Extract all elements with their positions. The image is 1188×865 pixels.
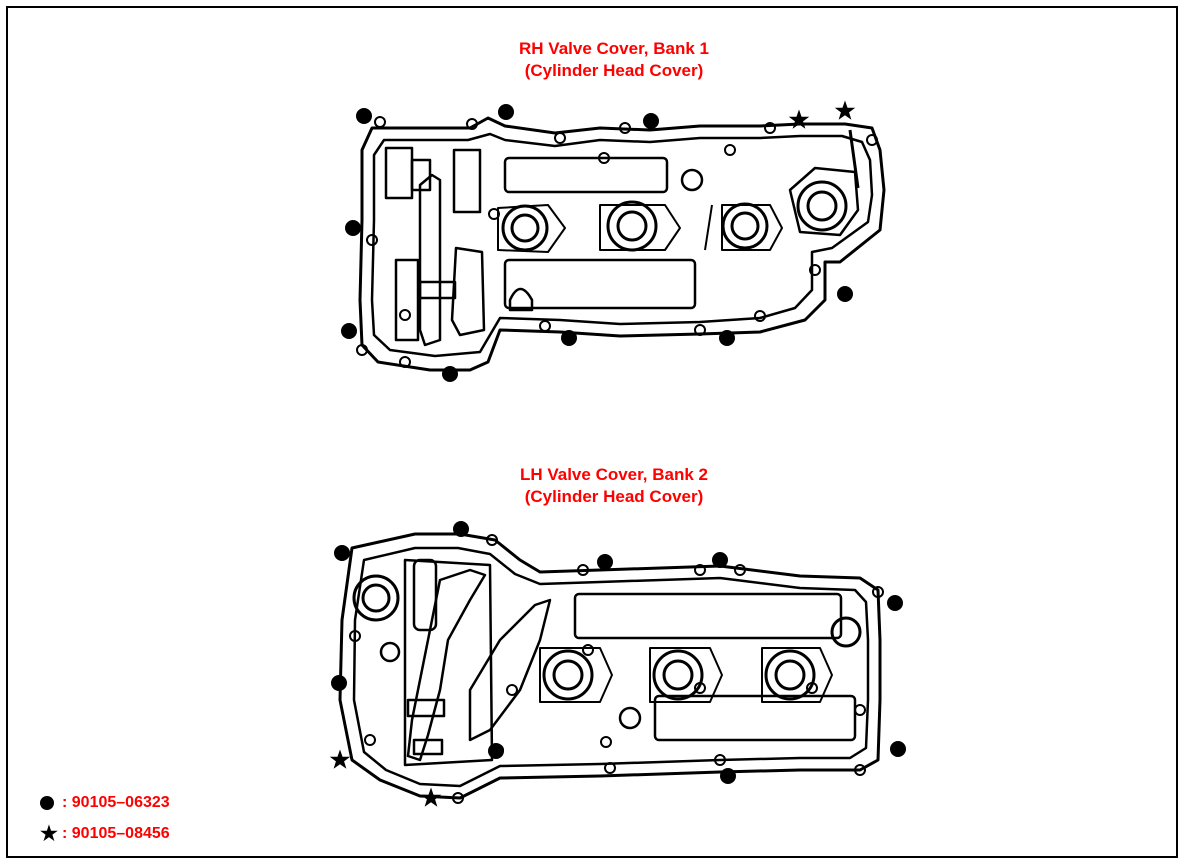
rh-bolt-dot-2: [498, 104, 514, 120]
rh-cover-title-line2: (Cylinder Head Cover): [524, 61, 704, 80]
lh-bolt-dot-1: [334, 545, 350, 561]
lh-cover-title: LH Valve Cover, Bank 2 (Cylinder Head Co…: [414, 464, 814, 508]
lh-cover-title-line2: (Cylinder Head Cover): [524, 487, 704, 506]
rh-valve-cover-drawing: [356, 116, 886, 372]
rh-bolt-dot-1: [356, 108, 372, 124]
star-icon: ★: [40, 823, 58, 845]
rh-bolt-dot-4: [345, 220, 361, 236]
lh-bolt-dot-7: [488, 743, 504, 759]
lh-bolt-dot-6: [331, 675, 347, 691]
rh-bolt-dot-3: [643, 113, 659, 129]
lh-valve-cover-drawing: [338, 532, 884, 804]
rh-fastener-markers: [341, 100, 856, 382]
lh-bolt-dot-8: [890, 741, 906, 757]
lh-bolt-star-1: [329, 749, 351, 769]
lh-bolt-dot-4: [712, 552, 728, 568]
rh-bolt-dot-7: [561, 330, 577, 346]
lh-fastener-markers: [329, 521, 906, 807]
rh-bolt-dot-5: [837, 286, 853, 302]
rh-cover-title: RH Valve Cover, Bank 1 (Cylinder Head Co…: [414, 38, 814, 82]
rh-bolt-dot-8: [719, 330, 735, 346]
legend-star-entry: ★ : 90105–08456: [40, 823, 170, 845]
legend-dot-label: : 90105–06323: [62, 794, 170, 811]
lh-bolt-dot-9: [720, 768, 736, 784]
lh-bolt-dot-2: [453, 521, 469, 537]
rh-bolt-star-2: [834, 100, 856, 120]
diagram-frame: [6, 6, 1178, 858]
lh-cover-title-line1: LH Valve Cover, Bank 2: [519, 465, 709, 484]
legend-dot-entry: : 90105–06323: [40, 794, 170, 812]
lh-bolt-dot-3: [597, 554, 613, 570]
filled-circle-icon: [40, 796, 54, 810]
legend-star-label: : 90105–08456: [62, 825, 170, 842]
lh-bolt-dot-5: [887, 595, 903, 611]
rh-bolt-dot-6: [341, 323, 357, 339]
rh-cover-title-line1: RH Valve Cover, Bank 1: [519, 39, 709, 58]
rh-bolt-star-1: [788, 109, 810, 129]
rh-bolt-dot-9: [442, 366, 458, 382]
